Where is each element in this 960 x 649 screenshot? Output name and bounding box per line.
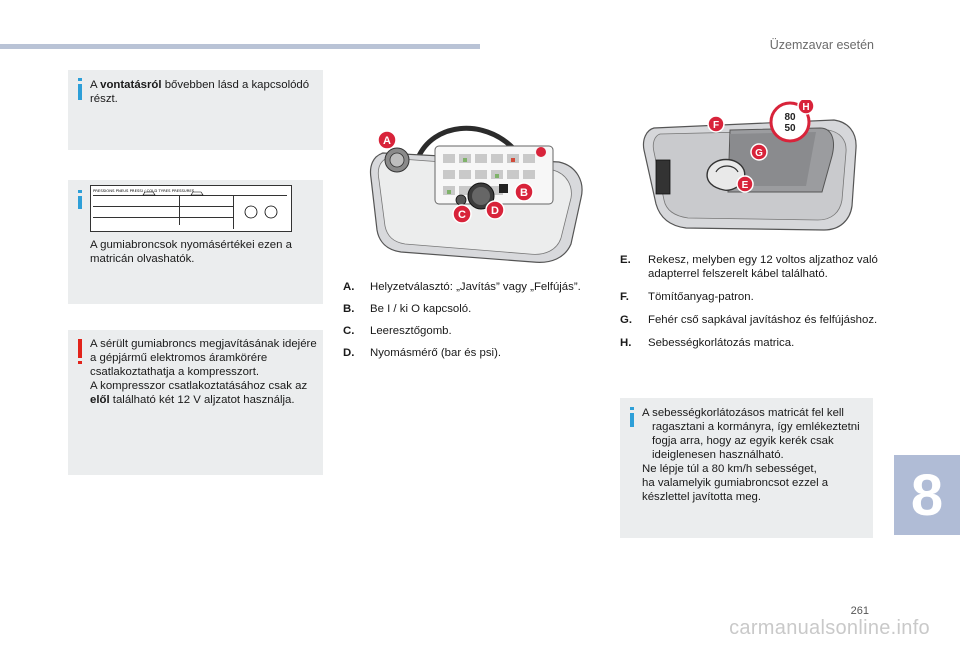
legend-text: Nyomásmérő (bar és psi). [370,347,502,359]
note-text-part: található két 12 V aljzatot használja. [109,394,295,406]
label-line [233,195,234,229]
note-warning-text: A sérült gumiabroncs megjavításának idej… [90,337,322,407]
legend-item: E. Rekesz, melyben egy 12 voltos aljzatho… [620,253,880,281]
svg-text:B: B [520,187,528,199]
chapter-tab: 8 [894,455,960,535]
label-line [179,195,180,225]
svg-text:G: G [755,148,763,159]
legend-item: G. Fehér cső sapkával javításhoz és felfú… [620,313,880,327]
note-text-part: A kompresszor csatlakoztatásához csak az [90,380,308,392]
legend-text: Be I / ki O kapcsoló. [370,303,472,315]
sticker-value: 50 [784,123,796,134]
legend-key: D. [343,347,355,359]
legend-item: A. Helyzetválasztó: „Javítás” vagy „Felfú… [343,280,608,294]
callout-a: A [377,130,397,150]
callout-g: G [750,143,768,161]
svg-text:C: C [458,209,466,221]
section-title: Üzemzavar esetén [769,38,874,52]
svg-text:A: A [383,135,391,147]
svg-text:D: D [491,205,499,217]
tire-label-header: PRESSIONS PNEUS PRESSI / COLD TYRES PRES… [93,188,195,193]
callout-e: E [736,175,754,193]
callout-f: F [707,115,725,133]
callout-d: D [485,200,505,220]
note-steering-text: A vontatásról bővebben lásd a kapcsolódó… [90,78,312,106]
legend-compressor: A. Helyzetválasztó: „Javítás” vagy „Felfú… [343,280,608,368]
watermark: carmanualsonline.info [729,617,930,639]
note-speed-sticker: A sebességkorlátozásos matricát fel kell… [620,398,873,538]
legend-key: F. [620,291,629,303]
note-warning: A sérült gumiabroncs megjavításának idej… [68,330,323,475]
compressor-underside-illustration: 80 50 H F G E [642,100,857,231]
page-number: 261 [850,605,869,617]
note-text-part: Ne lépje túl a 80 km/h sebességet, [642,463,817,475]
tire-pressure-label-image: PRESSIONS PNEUS PRESSI / COLD TYRES PRES… [90,185,292,232]
legend-key: G. [620,314,633,326]
label-line [93,206,233,207]
legend-key: H. [620,337,632,349]
note-bold-term: vontatásról [100,79,162,91]
callout-h: H [797,100,815,115]
label-line [93,217,233,218]
speed-sticker [769,101,811,143]
note-text-part: A sérült gumiabroncs megjavításának idej… [90,338,317,378]
legend-item: C. Leeresztőgomb. [343,324,608,338]
note-text-part: ha valamelyik gumiabroncsot ezzel a kész… [642,477,829,503]
legend-key: A. [343,281,355,293]
legend-item: B. Be I / ki O kapcsoló. [343,302,608,316]
legend-text: Rekesz, melyben egy 12 voltos aljzathoz … [648,254,878,280]
svg-text:H: H [802,102,809,113]
legend-text: Helyzetválasztó: „Javítás” vagy „Felfújá… [370,281,581,293]
note-steering: A vontatásról bővebben lásd a kapcsolódó… [68,70,323,150]
legend-key: C. [343,325,355,337]
legend-text: Sebességkorlátozás matrica. [648,337,795,349]
tire-icon [244,205,278,219]
callout-b: B [514,182,534,202]
legend-text: Leeresztőgomb. [370,325,452,337]
legend-key: B. [343,303,355,315]
info-icon [630,407,634,427]
legend-item: D. Nyomásmérő (bar és psi). [343,346,608,360]
compressor-illustration: A B C D [369,125,583,263]
legend-item: F. Tömítőanyag-patron. [620,290,880,304]
note-text-part: bővebben lásd a kapcsolódó részt. [90,79,310,105]
note-pressure-text: A gumiabroncsok nyomásértékei ezen a mat… [90,239,292,265]
sticker-value: 80 [784,112,796,123]
label-line [93,195,287,196]
callout-c: C [452,204,472,224]
legend-text: Fehér cső sapkával javításhoz és felfújá… [648,314,878,326]
car-icon [142,191,204,196]
svg-text:E: E [742,180,749,191]
legend-item: H. Sebességkorlátozás matrica. [620,336,880,350]
note-bold-term: elől [90,394,110,406]
note-text-part: A sebességkorlátozásos matricát fel kell… [642,407,860,461]
info-icon [78,78,82,100]
note-text-part: A [90,79,101,91]
warning-icon [78,339,82,364]
info-icon [78,190,82,209]
legend-text: Tömítőanyag-patron. [648,291,754,303]
header-rule [0,44,480,49]
note-pressure-label: PRESSIONS PNEUS PRESSI / COLD TYRES PRES… [68,180,323,304]
svg-text:F: F [713,120,719,131]
legend-key: E. [620,254,631,266]
legend-underside: E. Rekesz, melyben egy 12 voltos aljzatho… [620,253,880,359]
note-speed-sticker-text: A sebességkorlátozásos matricát fel kell… [642,406,872,504]
